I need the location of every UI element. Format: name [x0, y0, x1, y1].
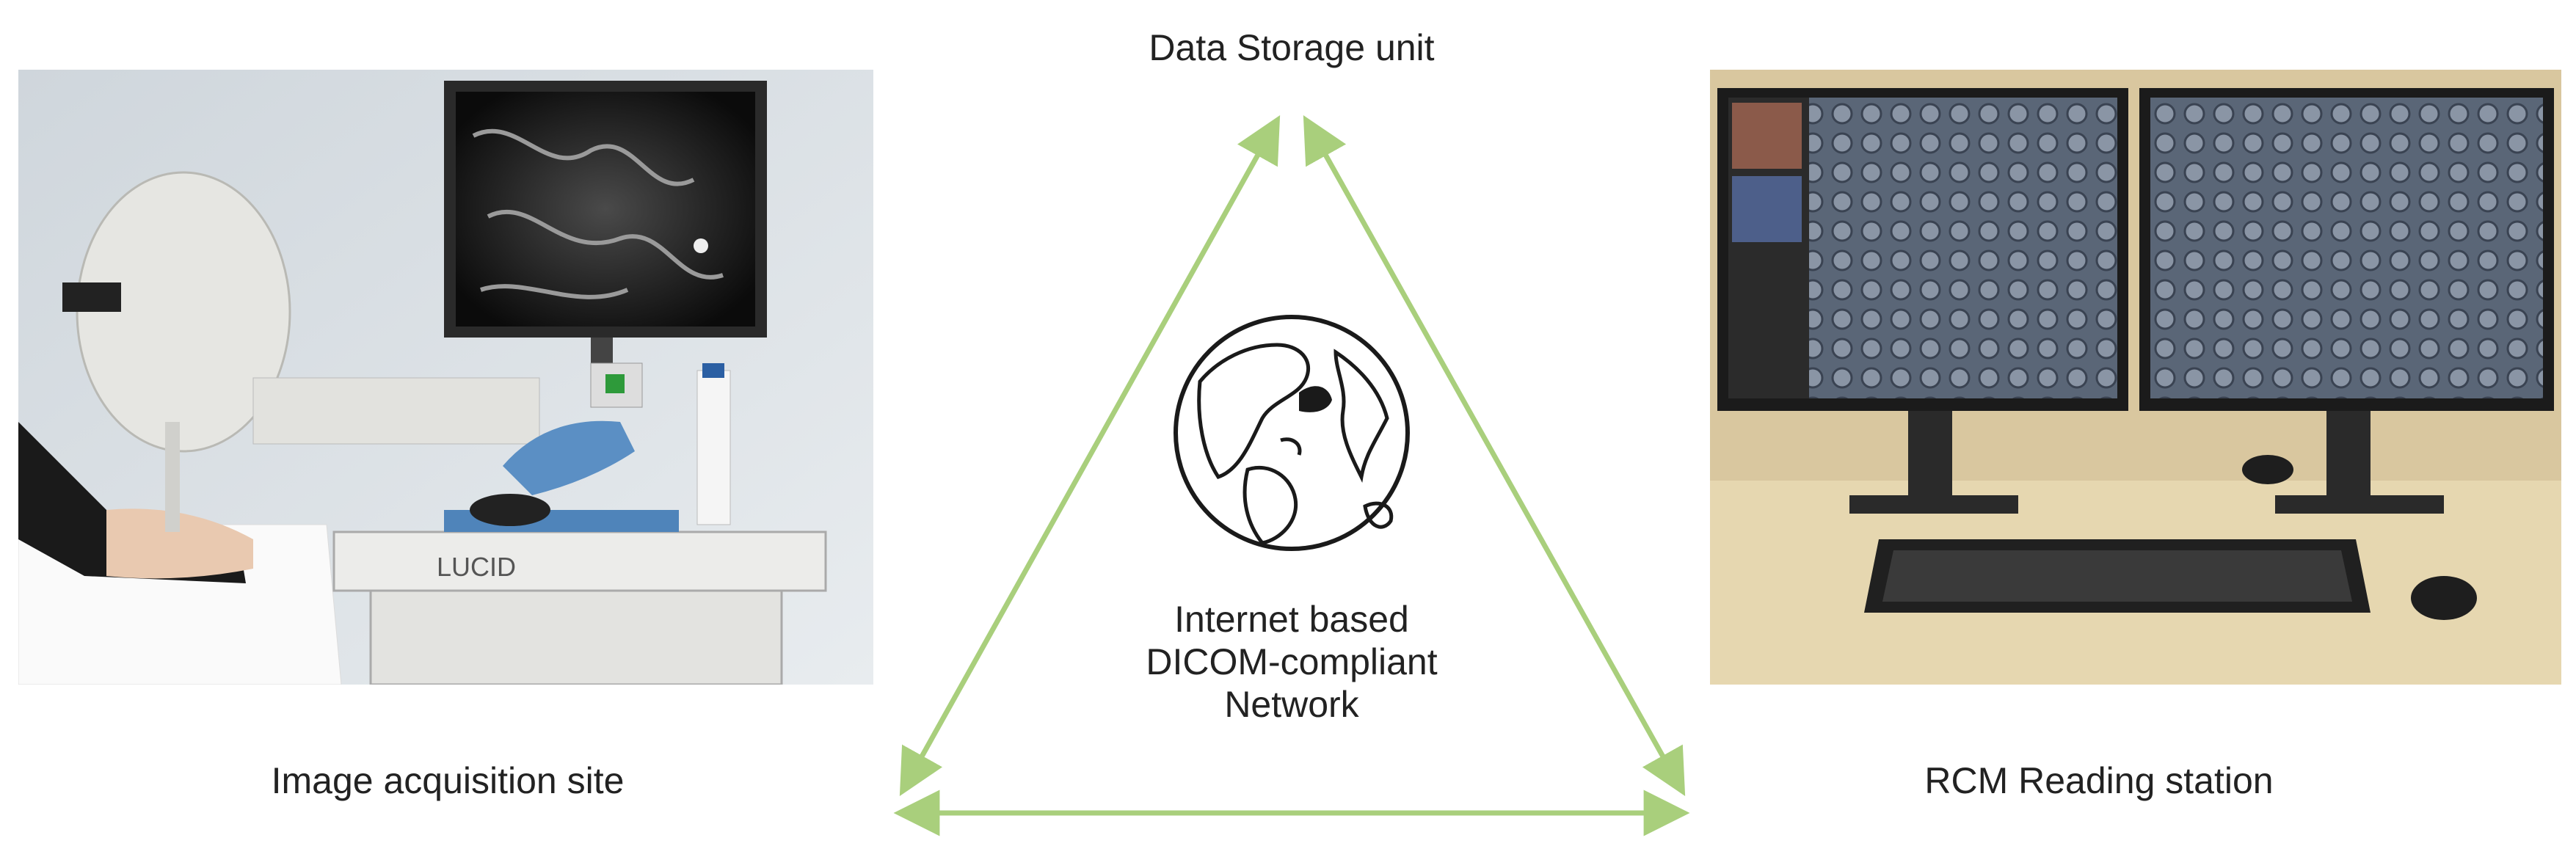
arrow-storage-to-acquisition [899, 114, 1281, 797]
lucid-logo: LUCID [437, 552, 516, 582]
network-label: Internet based DICOM-compliant Network [1057, 598, 1527, 726]
acquisition-site-label: Image acquisition site [271, 760, 625, 801]
arrow-storage-to-reading [1303, 115, 1686, 796]
globe-icon [1174, 315, 1410, 551]
reading-station-label: RCM Reading station [1924, 760, 2274, 801]
network-label-line2: DICOM-compliant [1146, 641, 1438, 682]
network-label-line1: Internet based [1174, 599, 1409, 640]
acquisition-device-illustration: LUCID [18, 70, 873, 685]
network-label-line3: Network [1224, 684, 1359, 725]
reading-station-photo [1710, 70, 2561, 685]
reading-station-illustration [1710, 70, 2561, 685]
data-storage-label: Data Storage unit [1149, 27, 1435, 68]
image-acquisition-photo: LUCID [18, 70, 873, 685]
